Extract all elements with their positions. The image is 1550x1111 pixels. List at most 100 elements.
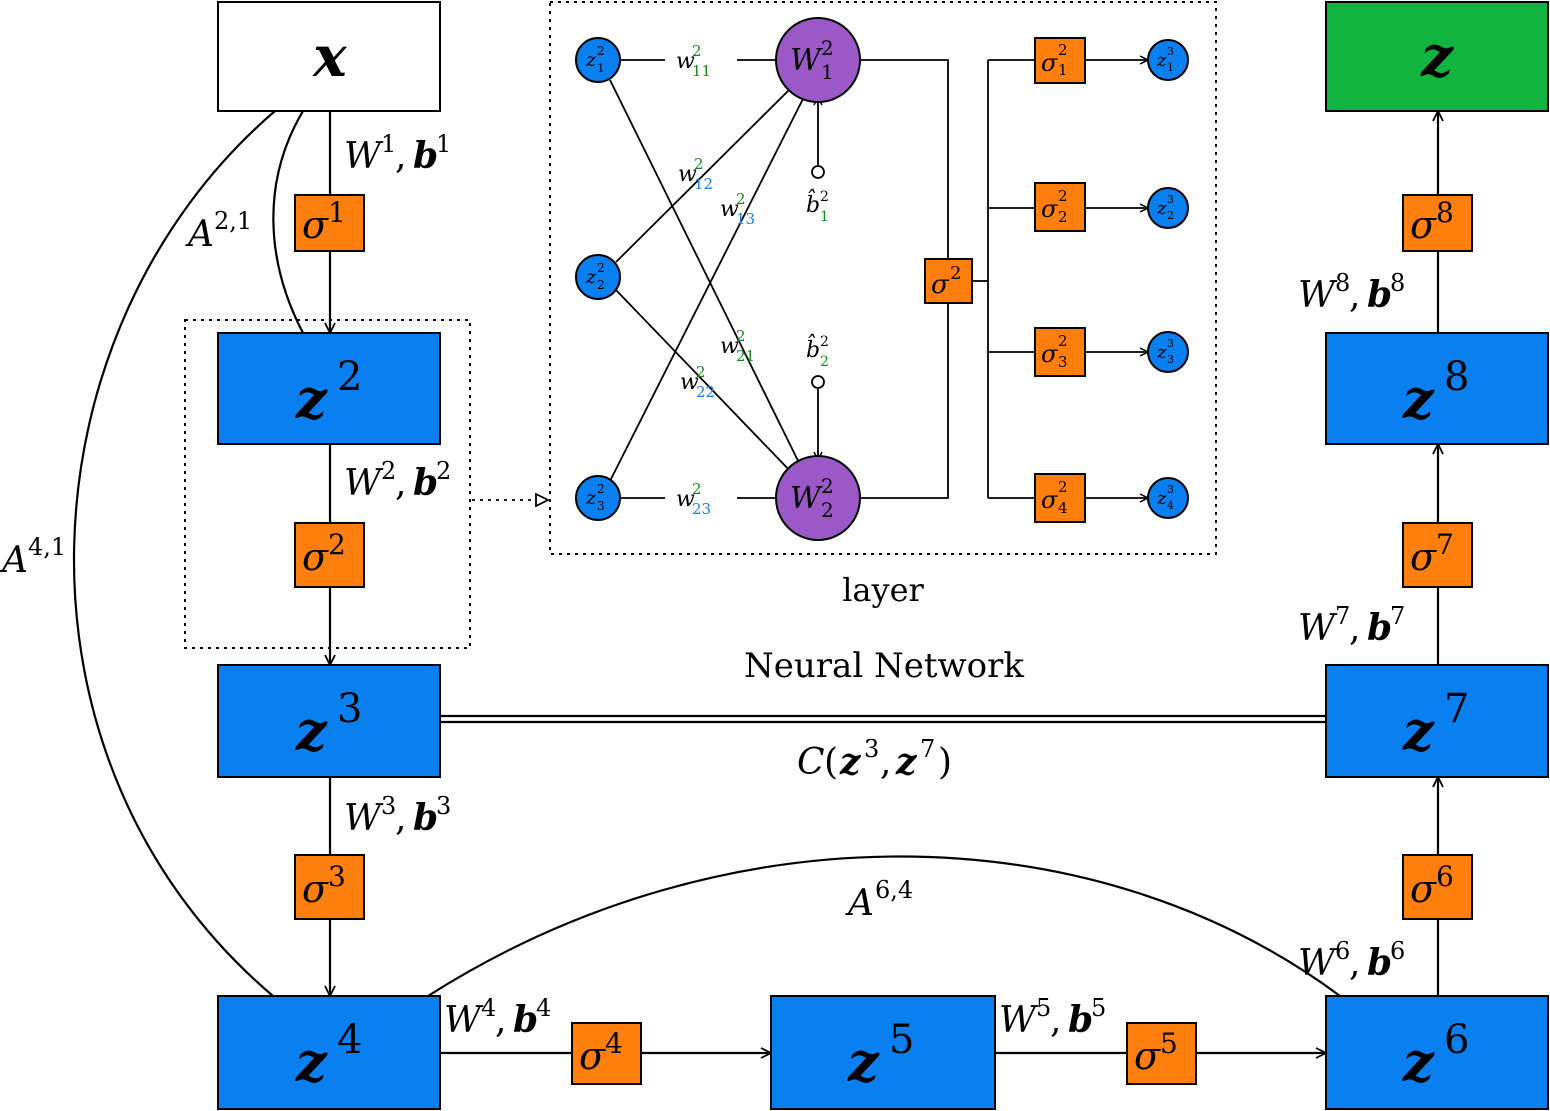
- svg-text:W: W: [999, 1000, 1039, 1041]
- inset-input-z2: z 2 2: [575, 254, 621, 300]
- svg-text:2,1: 2,1: [214, 207, 252, 235]
- inset-neuron-w2: W 2 2: [775, 455, 861, 541]
- layer-node-z7: z 7: [1325, 664, 1549, 778]
- inset-output-z4: z 3 4: [1147, 477, 1189, 519]
- svg-text:w: w: [720, 197, 739, 222]
- svg-text:7: 7: [1335, 602, 1350, 630]
- svg-text:z: z: [1402, 367, 1435, 431]
- inset-sigma-out-2: σ 2 2: [1034, 182, 1086, 232]
- svg-text:2: 2: [820, 334, 829, 350]
- svg-text:4: 4: [481, 994, 496, 1022]
- svg-text:2: 2: [1058, 208, 1068, 226]
- svg-text:W: W: [444, 1000, 484, 1041]
- skip-label-a64: A 6,4: [845, 876, 913, 924]
- svg-text:2: 2: [1058, 41, 1068, 59]
- svg-text:,: ,: [1349, 943, 1360, 984]
- svg-text:7: 7: [920, 735, 935, 763]
- svg-text:w: w: [678, 162, 697, 187]
- svg-text:3: 3: [1167, 353, 1174, 366]
- svg-text:12: 12: [694, 175, 713, 193]
- svg-text:7: 7: [1390, 602, 1405, 630]
- svg-text:,: ,: [495, 1000, 506, 1041]
- svg-text:4,1: 4,1: [28, 533, 66, 561]
- svg-text:2: 2: [381, 457, 396, 485]
- svg-text:σ: σ: [302, 535, 329, 579]
- svg-text:σ: σ: [1410, 535, 1437, 579]
- svg-text:6: 6: [1390, 937, 1405, 965]
- svg-text:3: 3: [328, 860, 346, 893]
- svg-text:7: 7: [1436, 528, 1454, 561]
- inset-weight-w13: w 2 13: [720, 190, 755, 228]
- svg-text:2: 2: [597, 261, 605, 275]
- svg-text:σ: σ: [1041, 49, 1058, 77]
- svg-text:1: 1: [1058, 61, 1068, 79]
- inset-weight-w21: w 2 21: [720, 327, 755, 365]
- svg-text:4: 4: [605, 1027, 623, 1060]
- svg-text:σ: σ: [1041, 195, 1058, 223]
- svg-text:W: W: [344, 136, 384, 177]
- svg-text:b̂: b̂: [806, 334, 820, 363]
- svg-text:3: 3: [864, 735, 879, 763]
- svg-text:2: 2: [597, 44, 605, 58]
- svg-text:z: z: [1156, 198, 1167, 219]
- svg-text:1: 1: [328, 196, 346, 229]
- layer-node-z2: z 2: [217, 332, 441, 445]
- svg-text:2: 2: [337, 354, 362, 400]
- svg-text:z: z: [847, 1030, 880, 1094]
- inset-sigma-out-1: σ 2 1: [1034, 37, 1086, 84]
- svg-text:4: 4: [1167, 499, 1174, 512]
- inset-neuron-w1: W 2 1: [775, 17, 861, 103]
- svg-text:,: ,: [1349, 608, 1360, 649]
- svg-text:8: 8: [1444, 354, 1469, 400]
- svg-text:2: 2: [694, 155, 704, 173]
- svg-text:(: (: [824, 742, 838, 783]
- inset-input-z1: z 2 1: [575, 37, 621, 83]
- inset-sigma-out-4: σ 2 4: [1034, 473, 1086, 523]
- svg-text:W: W: [1298, 943, 1338, 984]
- svg-text:σ: σ: [1041, 340, 1058, 368]
- inset-weight-w12: w 2 12: [678, 155, 713, 193]
- svg-text:z: z: [295, 367, 328, 431]
- skip-a41: [73, 110, 276, 997]
- diagram-caption: Neural Network: [744, 646, 1024, 686]
- svg-text:2: 2: [821, 474, 834, 498]
- svg-text:2: 2: [597, 278, 605, 292]
- svg-text:,: ,: [1349, 275, 1360, 316]
- skip-connections: [73, 110, 1341, 997]
- svg-text:2: 2: [821, 36, 834, 60]
- svg-text:2: 2: [1058, 332, 1068, 350]
- svg-text:4: 4: [1058, 499, 1068, 517]
- svg-text:3: 3: [337, 686, 362, 732]
- svg-text:σ: σ: [1041, 486, 1058, 514]
- svg-text:11: 11: [692, 62, 711, 80]
- svg-text:,: ,: [395, 136, 406, 177]
- svg-text:5: 5: [1091, 994, 1106, 1022]
- svg-text:7: 7: [1444, 686, 1469, 732]
- svg-text:b: b: [413, 462, 438, 504]
- svg-text:σ: σ: [931, 270, 950, 300]
- svg-text:13: 13: [736, 210, 755, 228]
- svg-text:2: 2: [821, 498, 834, 522]
- svg-text:W: W: [344, 463, 384, 504]
- inset-frame: [549, 1, 1217, 555]
- svg-text:W: W: [1298, 608, 1338, 649]
- svg-text:W: W: [790, 481, 823, 516]
- svg-text:3: 3: [1167, 337, 1174, 350]
- svg-text:z: z: [585, 487, 597, 509]
- svg-text:A: A: [0, 540, 28, 581]
- svg-text:1: 1: [1167, 61, 1174, 74]
- svg-text:b: b: [1367, 607, 1392, 649]
- svg-text:2: 2: [950, 263, 961, 284]
- svg-text:2: 2: [436, 457, 451, 485]
- layer-node-z4: z 4: [217, 995, 441, 1110]
- svg-text:,: ,: [1050, 1000, 1061, 1041]
- activation-sigma4: σ 4: [571, 1022, 642, 1085]
- svg-text:σ: σ: [1410, 867, 1437, 911]
- svg-text:8: 8: [1335, 269, 1350, 297]
- svg-text:8: 8: [1390, 269, 1405, 297]
